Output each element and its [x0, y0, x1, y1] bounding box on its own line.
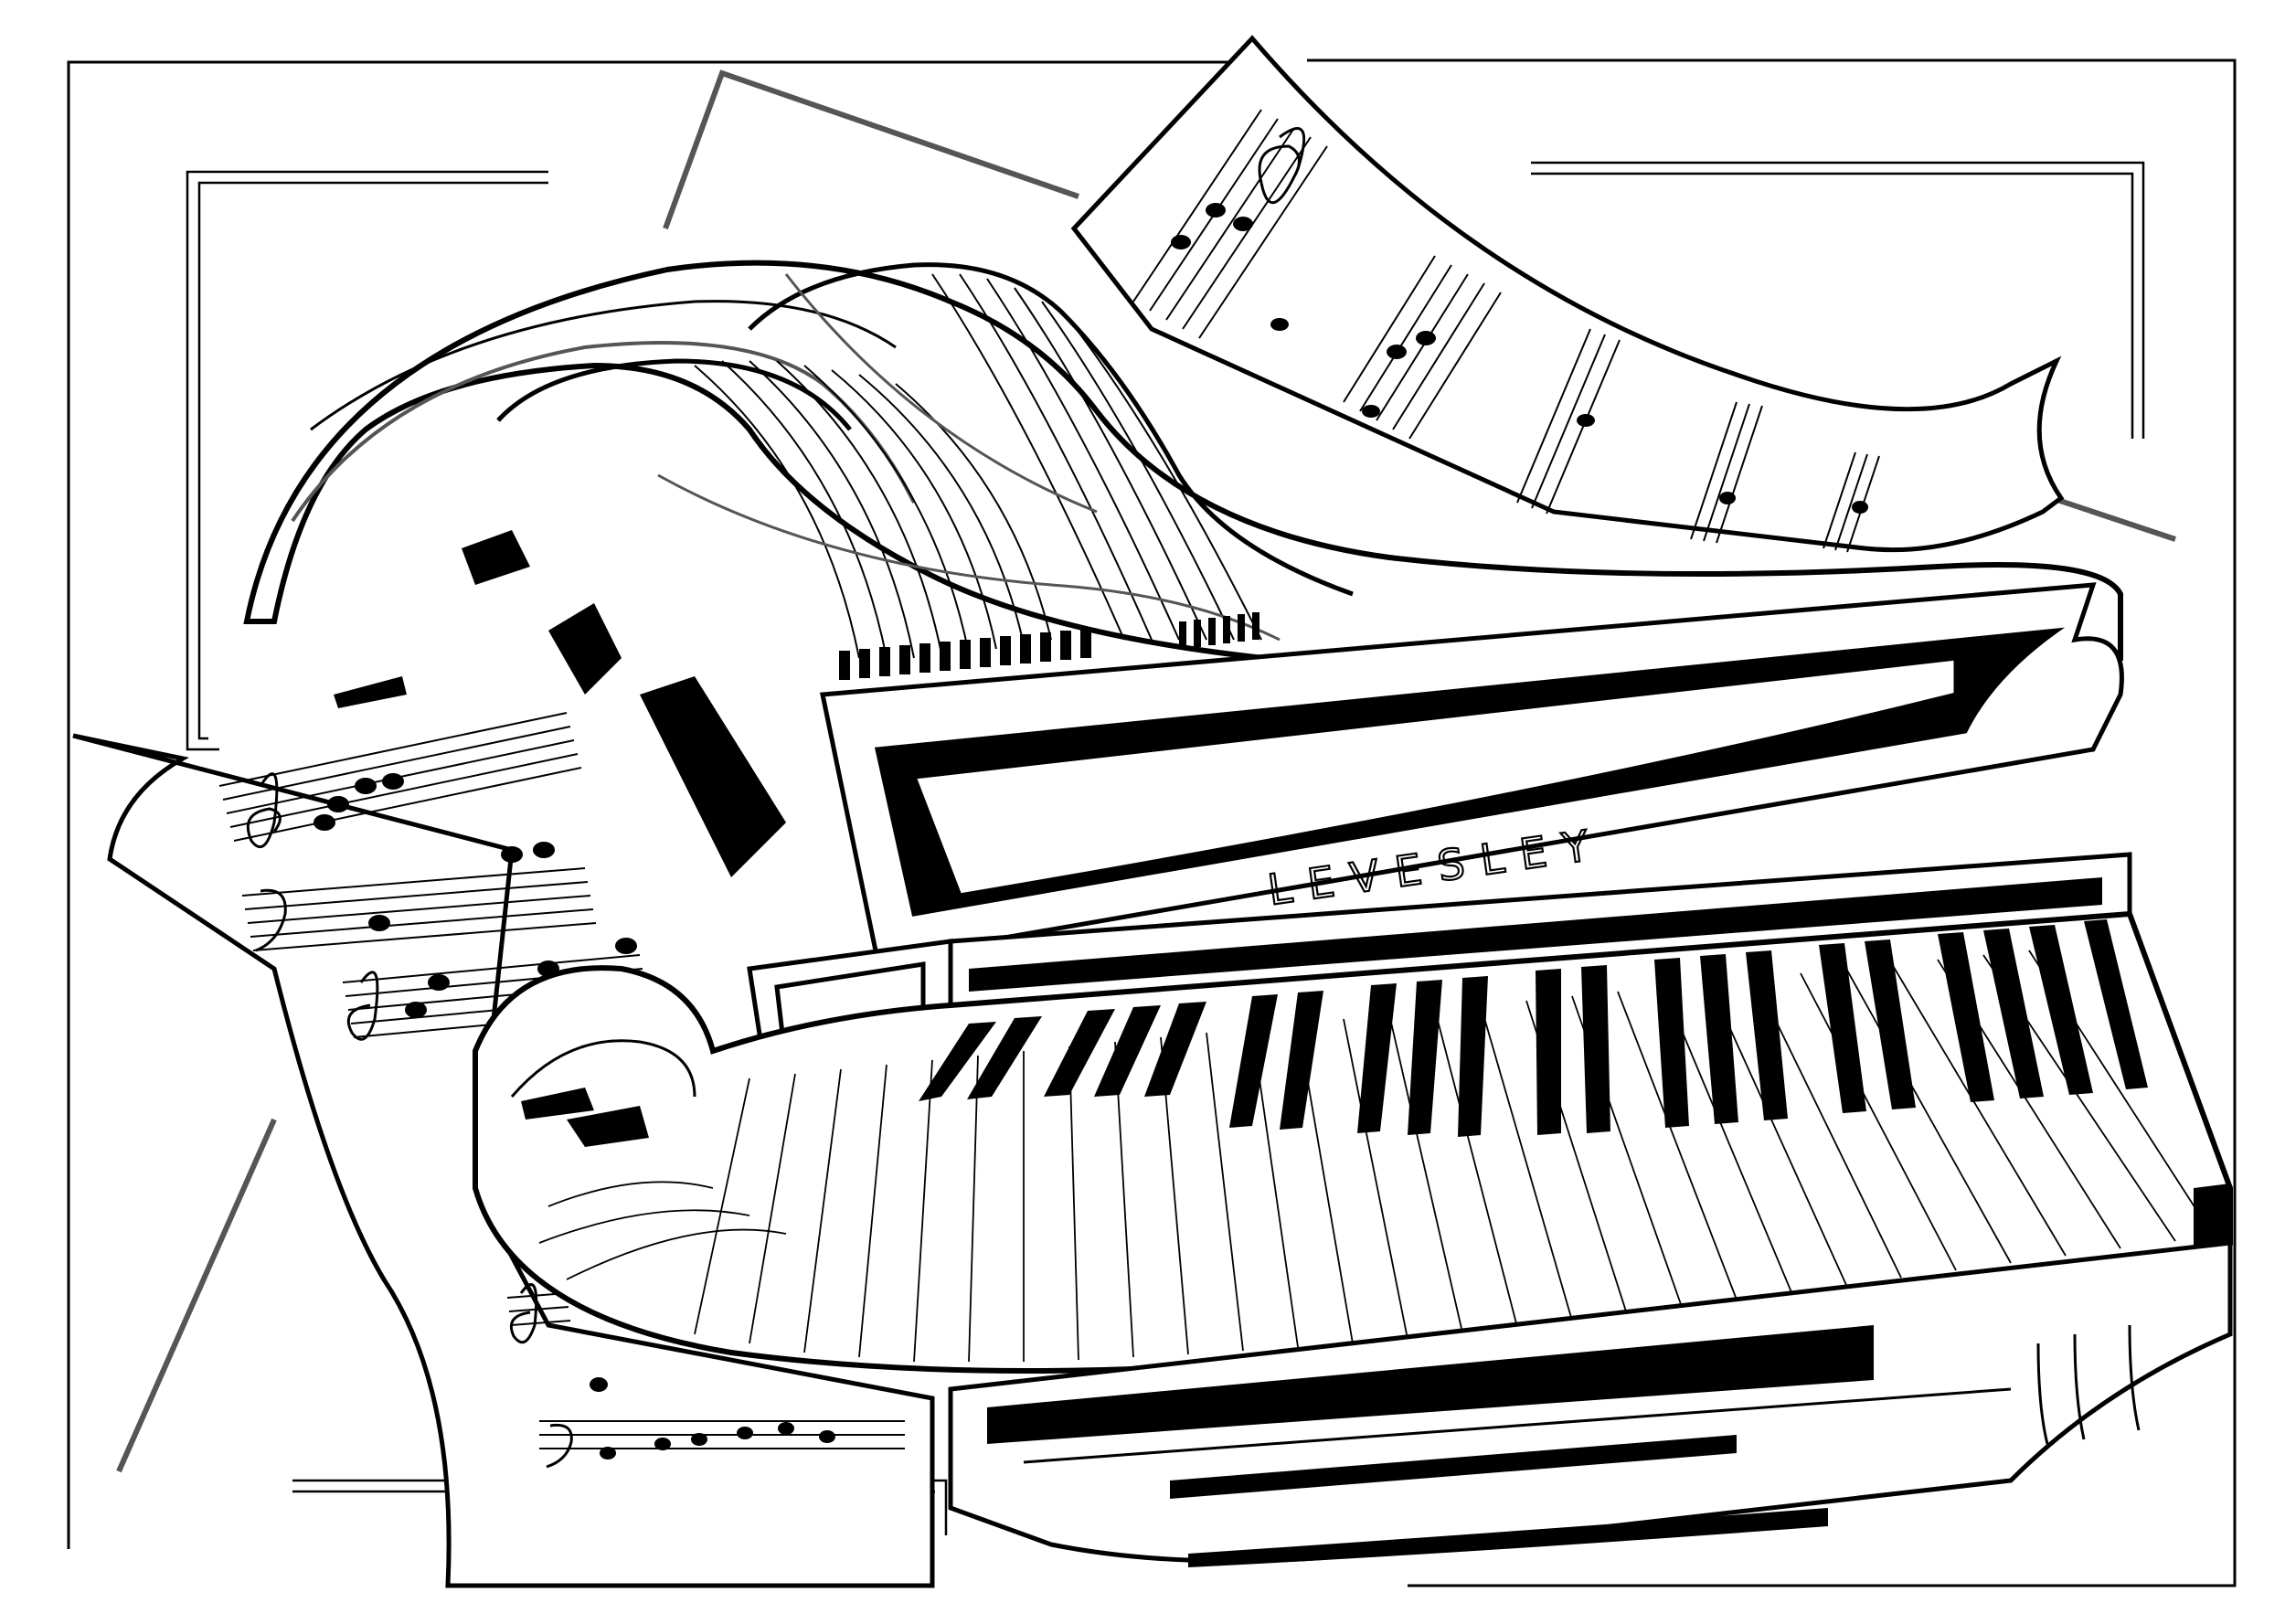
- treble-clef-upper: [1258, 127, 1306, 205]
- black-keys: [919, 919, 2148, 1137]
- sheet-music-lower: [72, 712, 935, 1588]
- piano-lid-arc: [243, 260, 2123, 877]
- piano-lower-case: [948, 1184, 2233, 1567]
- sheet-music-upper: [1070, 35, 2065, 553]
- outer-border-frame: [67, 58, 2237, 1587]
- music-notes-lower: [314, 773, 835, 1459]
- music-notes-upper: [1171, 203, 1868, 514]
- clef-symbols-lower: [246, 772, 573, 1469]
- piano-strings: [496, 262, 1354, 659]
- white-key-lines: [538, 950, 2213, 1363]
- piano-hammers: [839, 612, 1259, 680]
